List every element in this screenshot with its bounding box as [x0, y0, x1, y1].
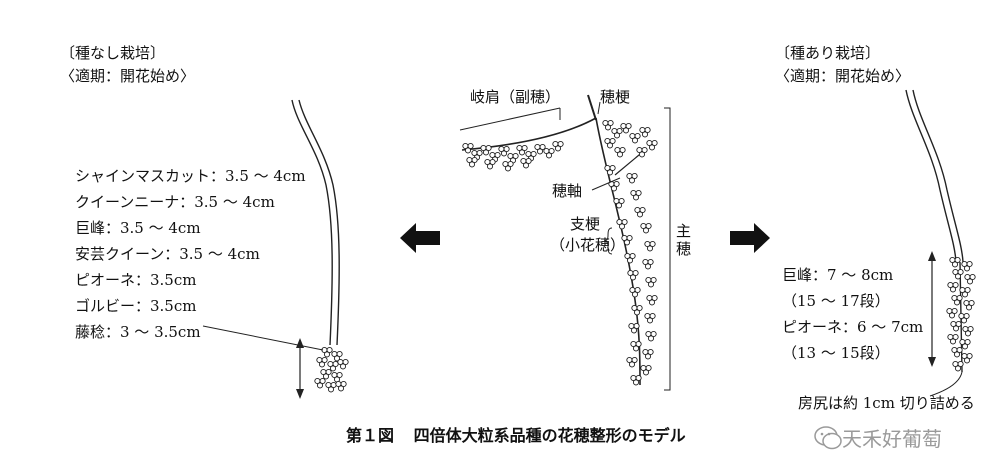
- left-spec-gorby: ゴルビー：3.5cm: [75, 297, 197, 315]
- stalk-label: 穂梗: [600, 88, 631, 106]
- right-spec-pione: ピオーネ：6 ～ 7cm: [782, 318, 924, 336]
- left-panel-period: 〈適期：開花始め〉: [60, 67, 196, 85]
- wechat-badge-icon: [814, 426, 842, 450]
- right-panel-title: 〔種あり栽培〕: [775, 44, 881, 62]
- shoulder-flowers: [462, 140, 564, 172]
- center-cluster-drawing: [459, 94, 671, 391]
- right-spec-kyoho: 巨峰：7 ～ 8cm: [782, 266, 894, 284]
- left-cluster-drawing: [202, 99, 349, 399]
- upper-branch-flowers: [602, 119, 658, 158]
- left-panel-title: 〔種なし栽培〕: [60, 44, 166, 62]
- axis-pointer-line: [591, 177, 621, 191]
- axis-label: 穂軸: [552, 182, 583, 200]
- branch-label: 支梗: [570, 215, 601, 233]
- tip-trim-note: 房尻は約 1cm 切り詰める: [798, 394, 975, 412]
- watermark-text: 天禾好葡萄: [842, 427, 942, 451]
- figure-title: 四倍体大粒系品種の花穂整形のモデル: [413, 426, 686, 445]
- small-cluster-brace: [603, 227, 613, 255]
- fujiminori-pointer-line: [202, 325, 324, 351]
- shoulder-label: 岐肩（副穂）: [470, 88, 561, 106]
- stalk-pointer-line: [597, 101, 601, 115]
- right-spec-kyoho-steps: （15 ～ 17段）: [782, 292, 890, 310]
- right-spec-pione-steps: （13 ～ 15段）: [782, 344, 890, 362]
- right-cluster-drawing: [905, 89, 976, 397]
- left-spec-list: シャインマスカット：3.5 ～ 4cm クイーンニーナ：3.5 ～ 4cm 巨峰…: [75, 163, 306, 345]
- right-spec-list: 巨峰：7 ～ 8cm （15 ～ 17段） ピオーネ：6 ～ 7cm （13 ～…: [782, 262, 923, 366]
- left-flower-group: [314, 346, 349, 393]
- left-spec-kyoho: 巨峰：3.5 ～ 4cm: [75, 219, 201, 237]
- figure-caption: 第１図 四倍体大粒系品種の花穂整形のモデル: [346, 422, 686, 446]
- right-block-arrow-icon: [730, 223, 770, 253]
- left-spec-fujiminori: 藤稔：3 ～ 3.5cm: [75, 323, 201, 341]
- left-block-arrow-icon: [400, 223, 440, 253]
- small-cluster-label: （小花穂）: [550, 236, 626, 254]
- main-cluster-label: 主穂: [676, 222, 692, 258]
- left-spec-shine-muscat: シャインマスカット：3.5 ～ 4cm: [75, 167, 306, 185]
- axis-flowers: [604, 164, 658, 386]
- tip-pointer-line: [929, 371, 963, 397]
- left-spec-pione: ピオーネ：3.5cm: [75, 271, 197, 289]
- right-panel-period: 〈適期：開花始め〉: [775, 67, 911, 85]
- main-cluster-bracket: [664, 107, 671, 391]
- left-spec-aki-queen: 安芸クイーン：3.5 ～ 4cm: [75, 245, 260, 263]
- shoulder-bracket-line: [459, 107, 561, 131]
- left-spec-queen-nina: クイーンニーナ：3.5 ～ 4cm: [75, 193, 275, 211]
- figure-number: 第１図: [346, 426, 395, 445]
